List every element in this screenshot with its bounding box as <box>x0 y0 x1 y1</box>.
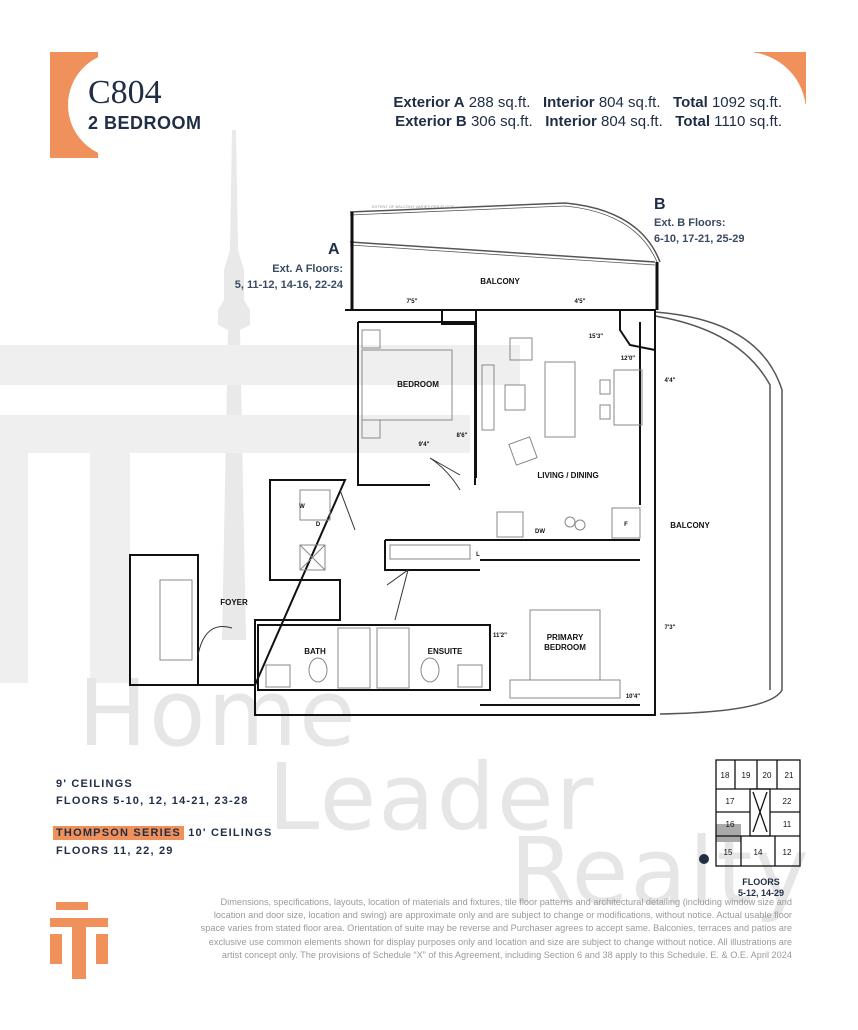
linen-label: L <box>476 552 480 558</box>
dim-dining: 12'0" <box>621 356 635 362</box>
ext-b-letter: B <box>654 196 666 213</box>
room-balcony-right: BALCONY <box>670 521 710 530</box>
orientation-dot <box>699 854 709 864</box>
watermark-realty: Realty <box>510 818 811 925</box>
watermark-logo-shapes <box>0 345 520 683</box>
room-ensuite: ENSUITE <box>428 647 463 656</box>
dishwasher-label: DW <box>535 529 545 535</box>
washer-label: W <box>299 504 305 510</box>
ceiling-series-floors: FLOORS 11, 22, 29 <box>56 845 174 857</box>
key-unit: 14 <box>754 848 763 857</box>
room-bath: BATH <box>304 647 326 656</box>
key-unit: 18 <box>721 771 730 780</box>
closet <box>159 579 193 661</box>
ceiling-standard-floors: FLOORS 5-10, 12, 14-21, 23-28 <box>56 795 249 807</box>
room-primary-2: BEDROOM <box>544 643 586 652</box>
ext-a-floors: Ext. A Floors:5, 11-12, 14-16, 22-24 <box>234 263 343 291</box>
shower <box>376 627 410 689</box>
tv-unit <box>481 364 495 431</box>
ceiling-series-title: 10' CEILINGS <box>188 827 273 839</box>
room-living-dining: LIVING / DINING <box>537 471 598 480</box>
dim-living-length: 15'3" <box>589 334 603 340</box>
door-swings <box>197 457 461 656</box>
key-unit: 11 <box>783 820 792 829</box>
key-unit: 22 <box>783 797 792 806</box>
watermark-leader: Leader <box>268 744 596 851</box>
washer-dryer <box>299 489 331 521</box>
dim-bedroom-depth: 8'6" <box>457 433 468 439</box>
brand-logo-icon <box>50 902 108 979</box>
dryer-label: D <box>316 522 321 528</box>
fridge-label: F <box>624 522 628 528</box>
key-unit-highlighted: 15 <box>724 848 733 857</box>
watermark-home: Home <box>78 660 358 767</box>
key-unit: 21 <box>785 771 794 780</box>
disclaimer: Dimensions, specifications, layouts, loc… <box>200 897 792 960</box>
dim-primary-depth: 10'4" <box>626 694 640 700</box>
area-row-a: Exterior A 288 sq.ft. Interior 804 sq.ft… <box>393 94 782 111</box>
bed <box>361 349 453 421</box>
dim-right-window: 4'4" <box>665 378 676 384</box>
ext-a-letter: A <box>328 241 340 258</box>
unit-number: C804 <box>88 74 162 111</box>
key-unit: 16 <box>726 820 735 829</box>
key-plan: 18 19 20 21 17 22 16 11 15 14 12 <box>699 759 801 867</box>
room-foyer: FOYER <box>220 598 248 607</box>
balcony-outlines <box>349 202 783 715</box>
balcony-note: EXTENT OF BALCONY VARIES PER FLOOR <box>372 204 454 209</box>
furniture <box>159 329 643 699</box>
dining-table <box>613 369 643 426</box>
dim-bedroom-width: 7'5" <box>407 299 418 305</box>
key-unit: 20 <box>763 771 772 780</box>
room-bedroom: BEDROOM <box>397 380 439 389</box>
dim-bedroom-closet: 9'4" <box>419 442 430 448</box>
key-unit: 19 <box>742 771 751 780</box>
ceiling-series-row: THOMPSON SERIES 10' CEILINGS <box>53 826 273 840</box>
room-primary-1: PRIMARY <box>547 633 584 642</box>
key-unit: 12 <box>783 848 792 857</box>
unit-walls <box>129 309 656 716</box>
key-unit-15-highlight <box>716 824 741 842</box>
area-row-b: Exterior B 306 sq.ft. Interior 804 sq.ft… <box>395 113 782 130</box>
bathtub <box>337 627 371 689</box>
ceiling-standard-title: 9' CEILINGS <box>56 778 133 790</box>
dim-primary-window: 7'3" <box>665 625 676 631</box>
key-unit: 17 <box>726 797 735 806</box>
room-balcony-top: BALCONY <box>480 277 520 286</box>
thompson-series-badge: THOMPSON SERIES <box>53 826 184 840</box>
dim-window: 4'5" <box>575 299 586 305</box>
sofa <box>544 361 576 438</box>
unit-type: 2 BEDROOM <box>88 113 202 133</box>
dim-primary-width: 11'2" <box>493 633 507 639</box>
corner-accent-left-mask <box>68 52 148 158</box>
ext-b-floors: Ext. B Floors:6-10, 17-21, 25-29 <box>654 217 745 245</box>
